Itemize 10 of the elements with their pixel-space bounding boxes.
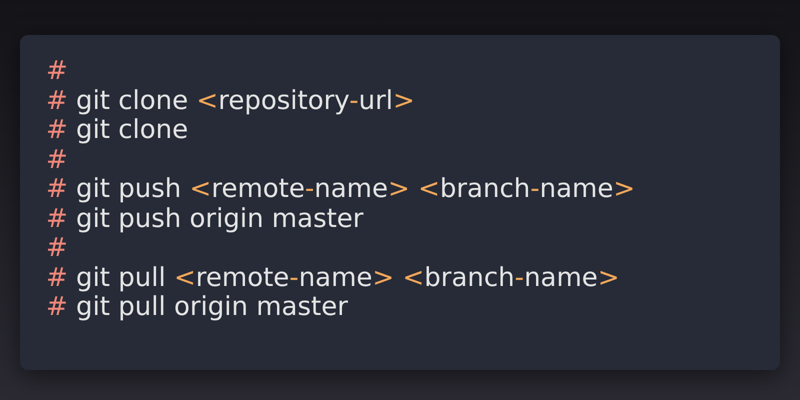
comment-mark: #: [46, 146, 68, 174]
code-line: # git clone: [46, 116, 188, 145]
code-line: # git push origin master: [46, 204, 364, 234]
code-line: # git pull <remote-name> <branch-name>: [46, 264, 620, 292]
code-line: # git push <remote-name> <branch-name>: [46, 175, 636, 204]
comment-mark: #: [46, 234, 68, 263]
code-line: # git pull origin master: [46, 293, 348, 322]
code-line: # git clone <repository-url>: [46, 86, 415, 116]
comment-mark: #: [46, 57, 68, 86]
code-panel: [20, 35, 780, 370]
